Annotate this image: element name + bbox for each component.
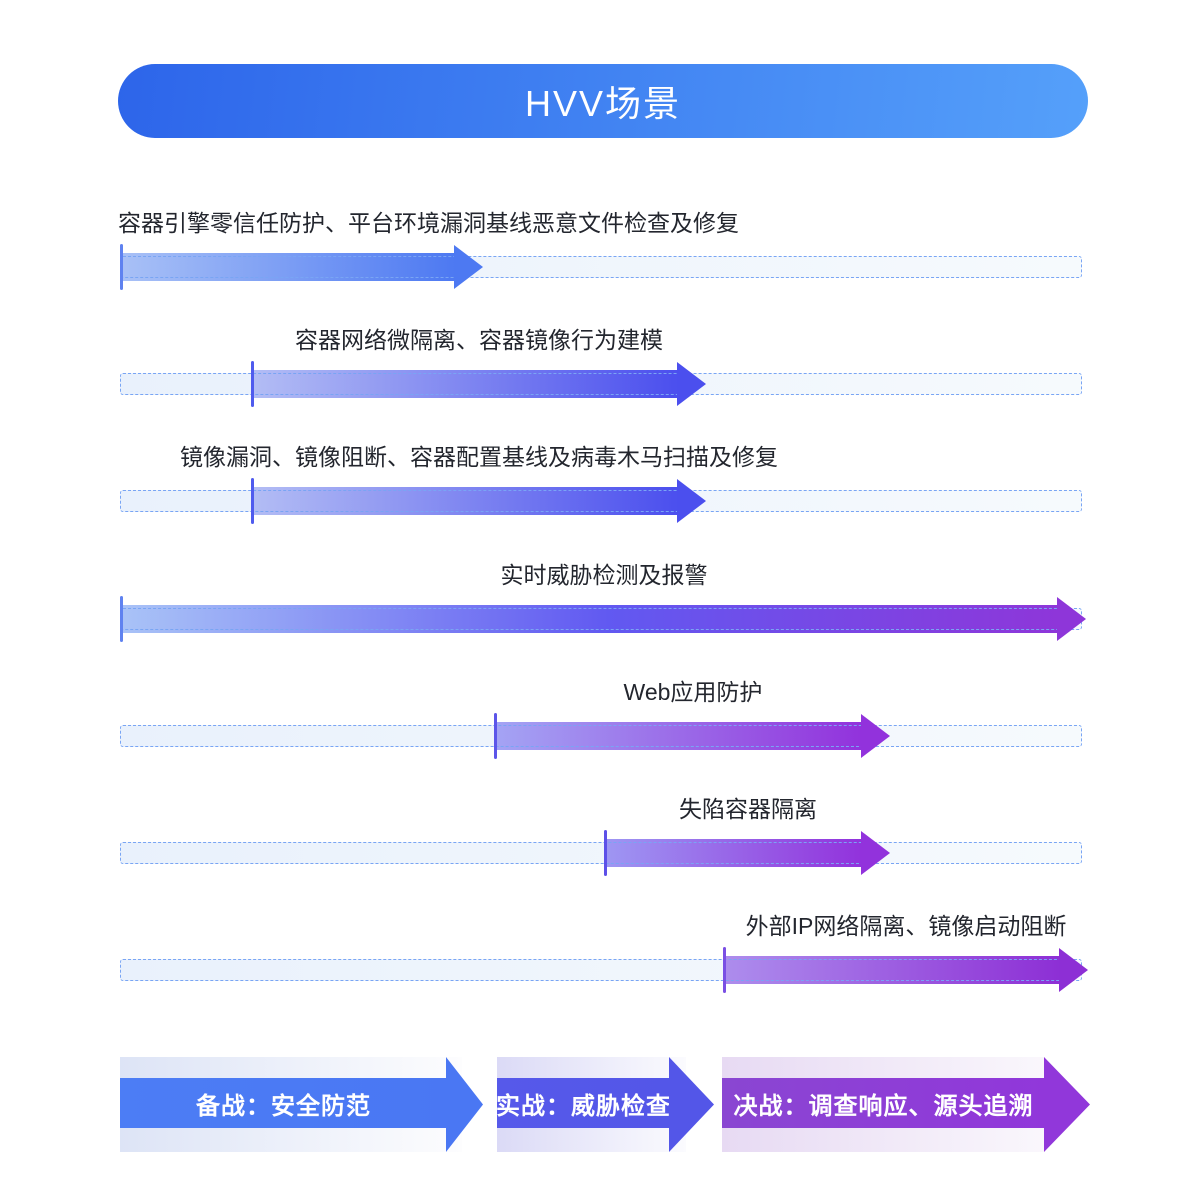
progress-arrow-bar: [121, 605, 1058, 633]
start-tick: [604, 830, 607, 876]
arrow-head-icon: [861, 831, 890, 875]
phase-arrow-head-icon: [1044, 1057, 1090, 1152]
track-dashed-border: [120, 373, 1082, 395]
start-tick: [251, 361, 254, 407]
progress-arrow-bar: [252, 370, 678, 398]
start-tick: [251, 478, 254, 524]
progress-arrow-bar: [605, 839, 862, 867]
start-tick: [494, 713, 497, 759]
row-label: 实时威胁检测及报警: [500, 562, 708, 588]
track-dashed-border: [120, 490, 1082, 512]
progress-arrow-bar: [724, 956, 1060, 984]
phase-label: 实战：威胁检查: [496, 1092, 671, 1120]
row-label: 外部IP网络隔离、镜像启动阻断: [745, 913, 1067, 939]
phase-rect: 实战：威胁检查: [496, 1078, 671, 1128]
arrow-head-icon: [677, 362, 706, 406]
arrow-head-icon: [454, 245, 483, 289]
progress-arrow-bar: [252, 487, 678, 515]
row-label: Web应用防护: [623, 679, 763, 705]
phase-arrow-head-icon: [669, 1057, 714, 1152]
row-label: 失陷容器隔离: [679, 796, 817, 822]
title-banner: HVV场景: [118, 64, 1088, 138]
arrow-head-icon: [861, 714, 890, 758]
start-tick: [120, 244, 123, 290]
phase-arrow-head-icon: [446, 1057, 483, 1152]
track-dashed-border: [120, 256, 1082, 278]
progress-arrow-bar: [495, 722, 862, 750]
phase-rect: 备战：安全防范: [120, 1078, 447, 1128]
row-label: 容器网络微隔离、容器镜像行为建模: [295, 327, 663, 353]
arrow-head-icon: [677, 479, 706, 523]
page-title: HVV场景: [524, 83, 682, 124]
track-dashed-border: [120, 842, 1082, 864]
arrow-head-icon: [1057, 597, 1086, 641]
track-dashed-border: [120, 608, 1082, 630]
start-tick: [723, 947, 726, 993]
phase-rect: 决战：调查响应、源头追溯: [722, 1078, 1045, 1128]
row-label: 镜像漏洞、镜像阻断、容器配置基线及病毒木马扫描及修复: [180, 444, 778, 470]
phase-label: 决战：调查响应、源头追溯: [733, 1092, 1034, 1120]
arrow-head-icon: [1059, 948, 1088, 992]
phase-label: 备战：安全防范: [196, 1092, 371, 1120]
track-dashed-border: [120, 959, 1082, 981]
track-dashed-border: [120, 725, 1082, 747]
start-tick: [120, 596, 123, 642]
progress-arrow-bar: [121, 253, 455, 281]
row-label: 容器引擎零信任防护、平台环境漏洞基线恶意文件检查及修复: [118, 210, 739, 236]
